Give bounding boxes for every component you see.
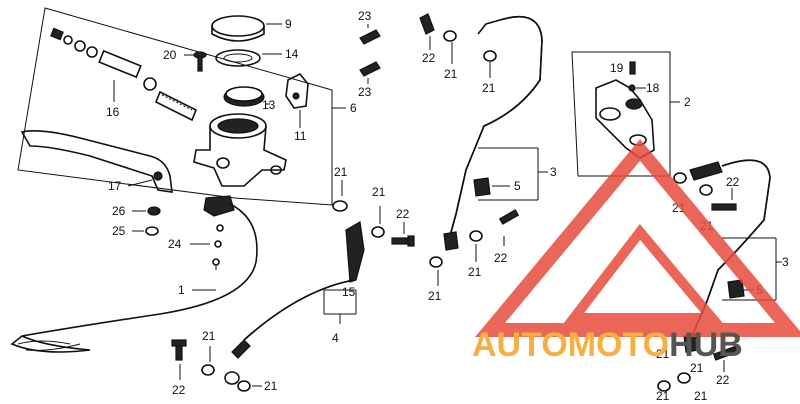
callout-22-d: 21 [264,379,278,393]
master-cylinder-body [193,113,287,187]
hose-clamp [473,177,491,197]
callout-22-m: 21 [656,389,670,403]
switch-screws [212,224,224,270]
rear-banjo-bolt [711,203,737,211]
rear-master-cylinder [595,79,655,159]
rear-banjo-bolt-bottom [712,345,740,361]
callout-17: 18 [646,81,660,95]
sealing-washer [201,364,215,376]
callout-6: 6 [350,101,357,115]
callout-9: 9 [285,17,292,31]
watermark-logo [475,139,800,337]
callout-5-a: 5 [514,179,521,193]
lower-brake-hose [224,200,385,385]
piston-kit [50,27,198,122]
callout-26: 26 [112,204,126,218]
callout-22-c: 21 [202,329,216,343]
callout-14: 14 [285,47,299,61]
diaphragm-plate [215,49,261,67]
callout-20: 20 [163,48,177,62]
watermark-text: AUTOMOTOHUB [472,326,743,364]
callout-3-b: 3 [782,255,789,269]
callout-24: 24 [168,237,182,251]
callout-15: 15 [342,285,356,299]
callout-22-k: 21 [656,347,670,361]
callout-21-b: 22 [172,383,186,397]
banjo-bolt-bottom [171,339,187,361]
switch-wire [10,203,258,353]
callout-21-e: 22 [726,175,740,189]
callout-22-b: 21 [372,185,386,199]
callout-22-a: 21 [334,165,348,179]
cap-screws [359,29,381,77]
assembly-box-outline [17,7,333,206]
rear-hose-clamp [727,279,745,299]
callout-22-h: 21 [468,265,482,279]
screw [193,51,207,72]
callout-21-a: 22 [396,207,410,221]
callout-21-c: 22 [422,51,436,65]
upper-brake-hose [419,13,543,268]
callout-22-n: 21 [694,389,708,403]
callout-25: 25 [112,224,126,238]
banjo-bolt [391,235,415,247]
callout-21-d: 22 [494,251,508,265]
callout-3-a: 3 [550,165,557,179]
mirror-bracket [285,72,309,109]
callout-18: 17 [108,179,122,193]
banjo-bolt-mid [498,209,520,225]
callout-2: 2 [684,95,691,109]
callout-21-f: 22 [716,373,730,387]
brake-light-switch [203,195,235,217]
reservoir-cap [211,15,265,42]
callout-22-l: 21 [690,361,704,375]
callout-4: 4 [332,331,339,345]
sealing-washer-2 [237,380,251,392]
callout-11: 11 [294,129,307,143]
brake-lever [20,130,173,193]
callout-16: 16 [106,105,120,119]
diaphragm [223,86,265,107]
callout-22-e: 21 [444,67,458,81]
callout-1: 1 [178,283,185,297]
lever-nut [147,206,161,216]
callout-13: 13 [262,98,276,112]
callout-23-top: 23 [358,9,372,23]
callout-23-bottom: 23 [358,85,372,99]
callout-22-g: 21 [428,289,442,303]
bleeder-screw [629,61,636,75]
callout-22-f: 21 [482,81,496,95]
rear-brake-hose [657,159,771,392]
lever-washer [145,226,159,236]
callout-19: 19 [610,61,624,75]
bleeder-cap [628,84,636,92]
